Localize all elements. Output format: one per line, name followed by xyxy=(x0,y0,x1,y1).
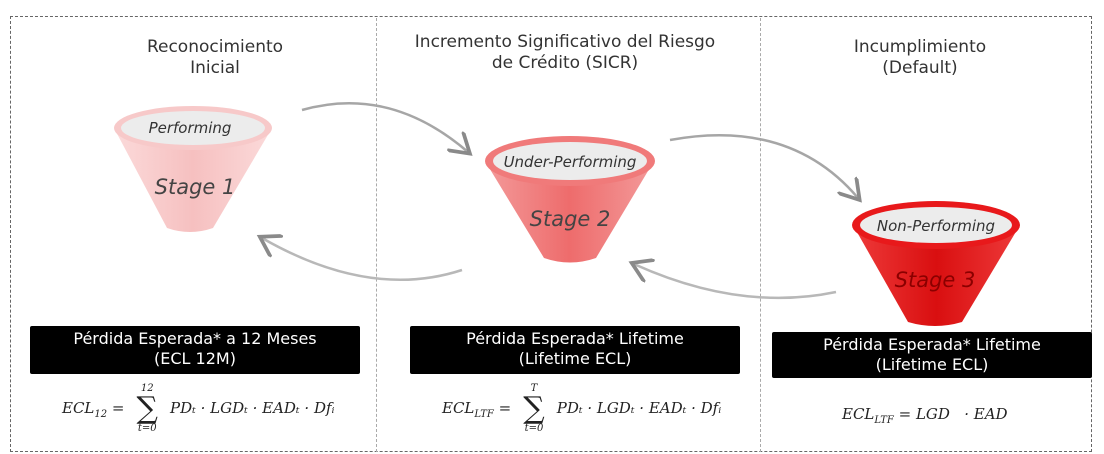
stage-1-funnel xyxy=(114,106,272,232)
stage-2-formula: ECLLTF = T∑t=0 PDₜ · LGDₜ · EADₜ · Dfᵢ xyxy=(442,383,722,434)
diagram-frame xyxy=(10,16,1092,452)
stage-2-funnel xyxy=(485,136,655,263)
stage-2-top-label: Under-Performing xyxy=(503,153,637,171)
arrow-stage2-to-stage3 xyxy=(669,134,858,198)
stage-3-formula: ECLLTF = LGD · EAD xyxy=(842,405,1008,426)
stage-1-banner: Pérdida Esperada* a 12 Meses(ECL 12M) xyxy=(30,326,360,374)
stage-3-top-label: Non-Performing xyxy=(876,217,996,235)
column-divider xyxy=(760,18,761,452)
stage-3-header: Incumplimiento(Default) xyxy=(853,37,987,78)
column-divider xyxy=(376,18,377,452)
stage-1-formula: ECL12 = 12∑t=0 PDₜ · LGDₜ · EADₜ · Dfᵢ xyxy=(62,383,335,434)
arrow-stage2-to-stage1 xyxy=(262,238,463,282)
stage-2-banner: Pérdida Esperada* Lifetime(Lifetime ECL) xyxy=(410,326,740,374)
stage-1-label: Stage 1 xyxy=(154,175,236,199)
stage-1-top-label: Performing xyxy=(148,119,232,137)
arrow-stage3-to-stage2 xyxy=(634,264,837,300)
stage-2-label: Stage 2 xyxy=(529,207,611,231)
stage-3-funnel xyxy=(852,201,1020,326)
stage-3-label: Stage 3 xyxy=(894,268,976,292)
stage-3-banner: Pérdida Esperada* Lifetime(Lifetime ECL) xyxy=(772,332,1092,378)
arrow-stage1-to-stage2 xyxy=(301,101,468,152)
